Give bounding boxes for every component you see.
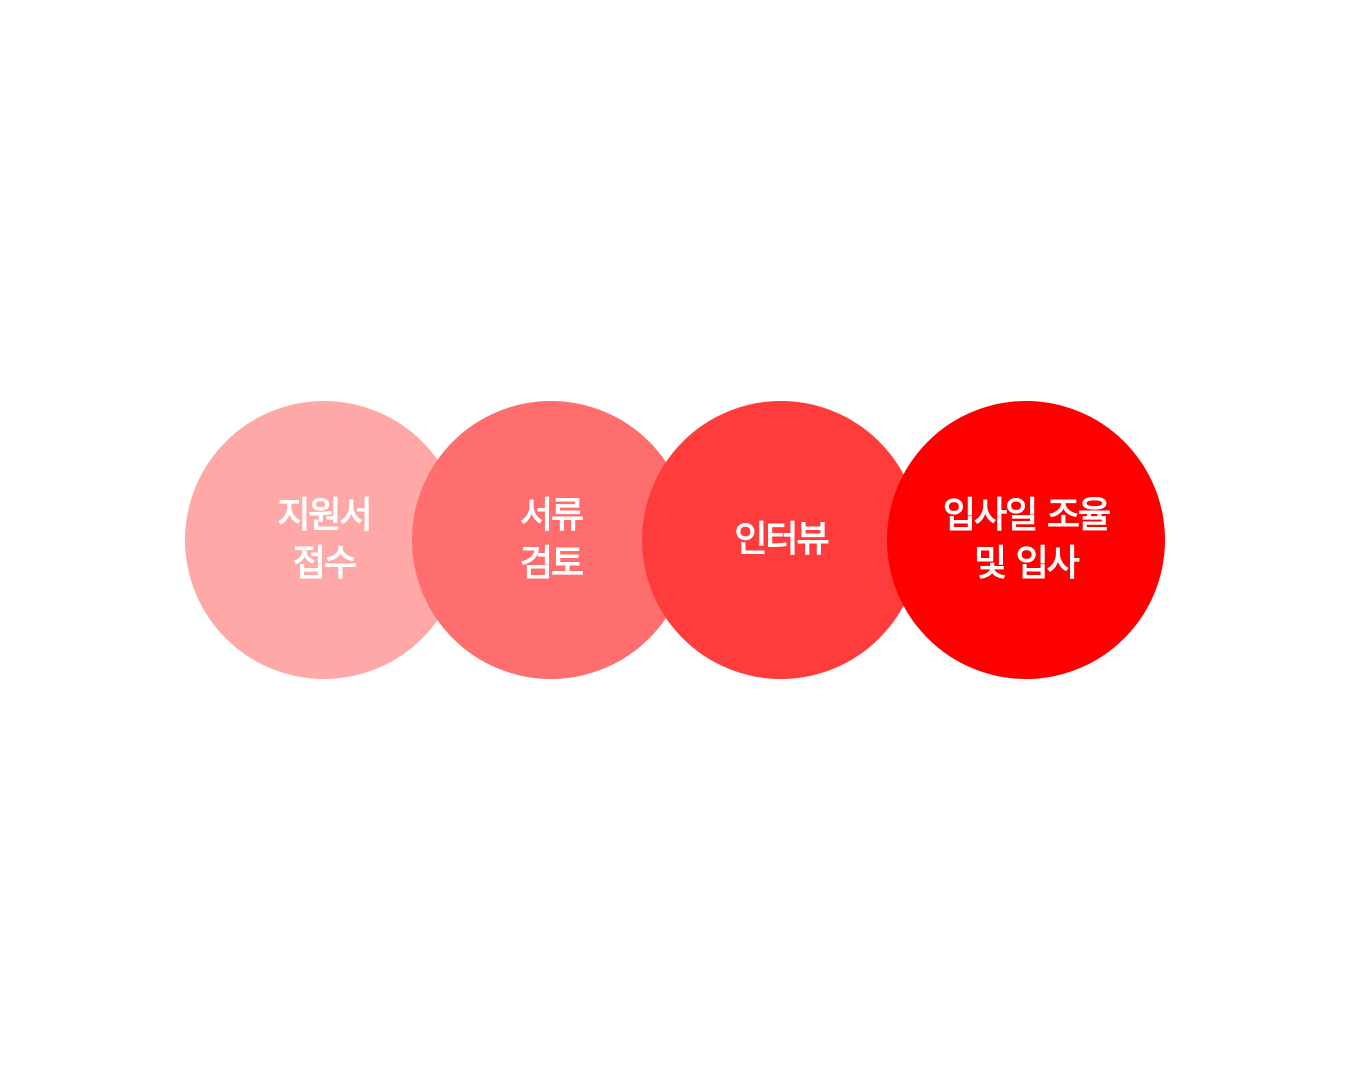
step-start-date-and-joining: 입사일 조율 및 입사: [887, 401, 1165, 679]
step-label: 인터뷰: [734, 519, 829, 560]
step-label: 지원서 접수: [277, 495, 372, 584]
step-label: 서류 검토: [519, 495, 584, 584]
step-interview: 인터뷰: [642, 401, 920, 679]
step-label: 입사일 조율 및 입사: [942, 495, 1111, 584]
